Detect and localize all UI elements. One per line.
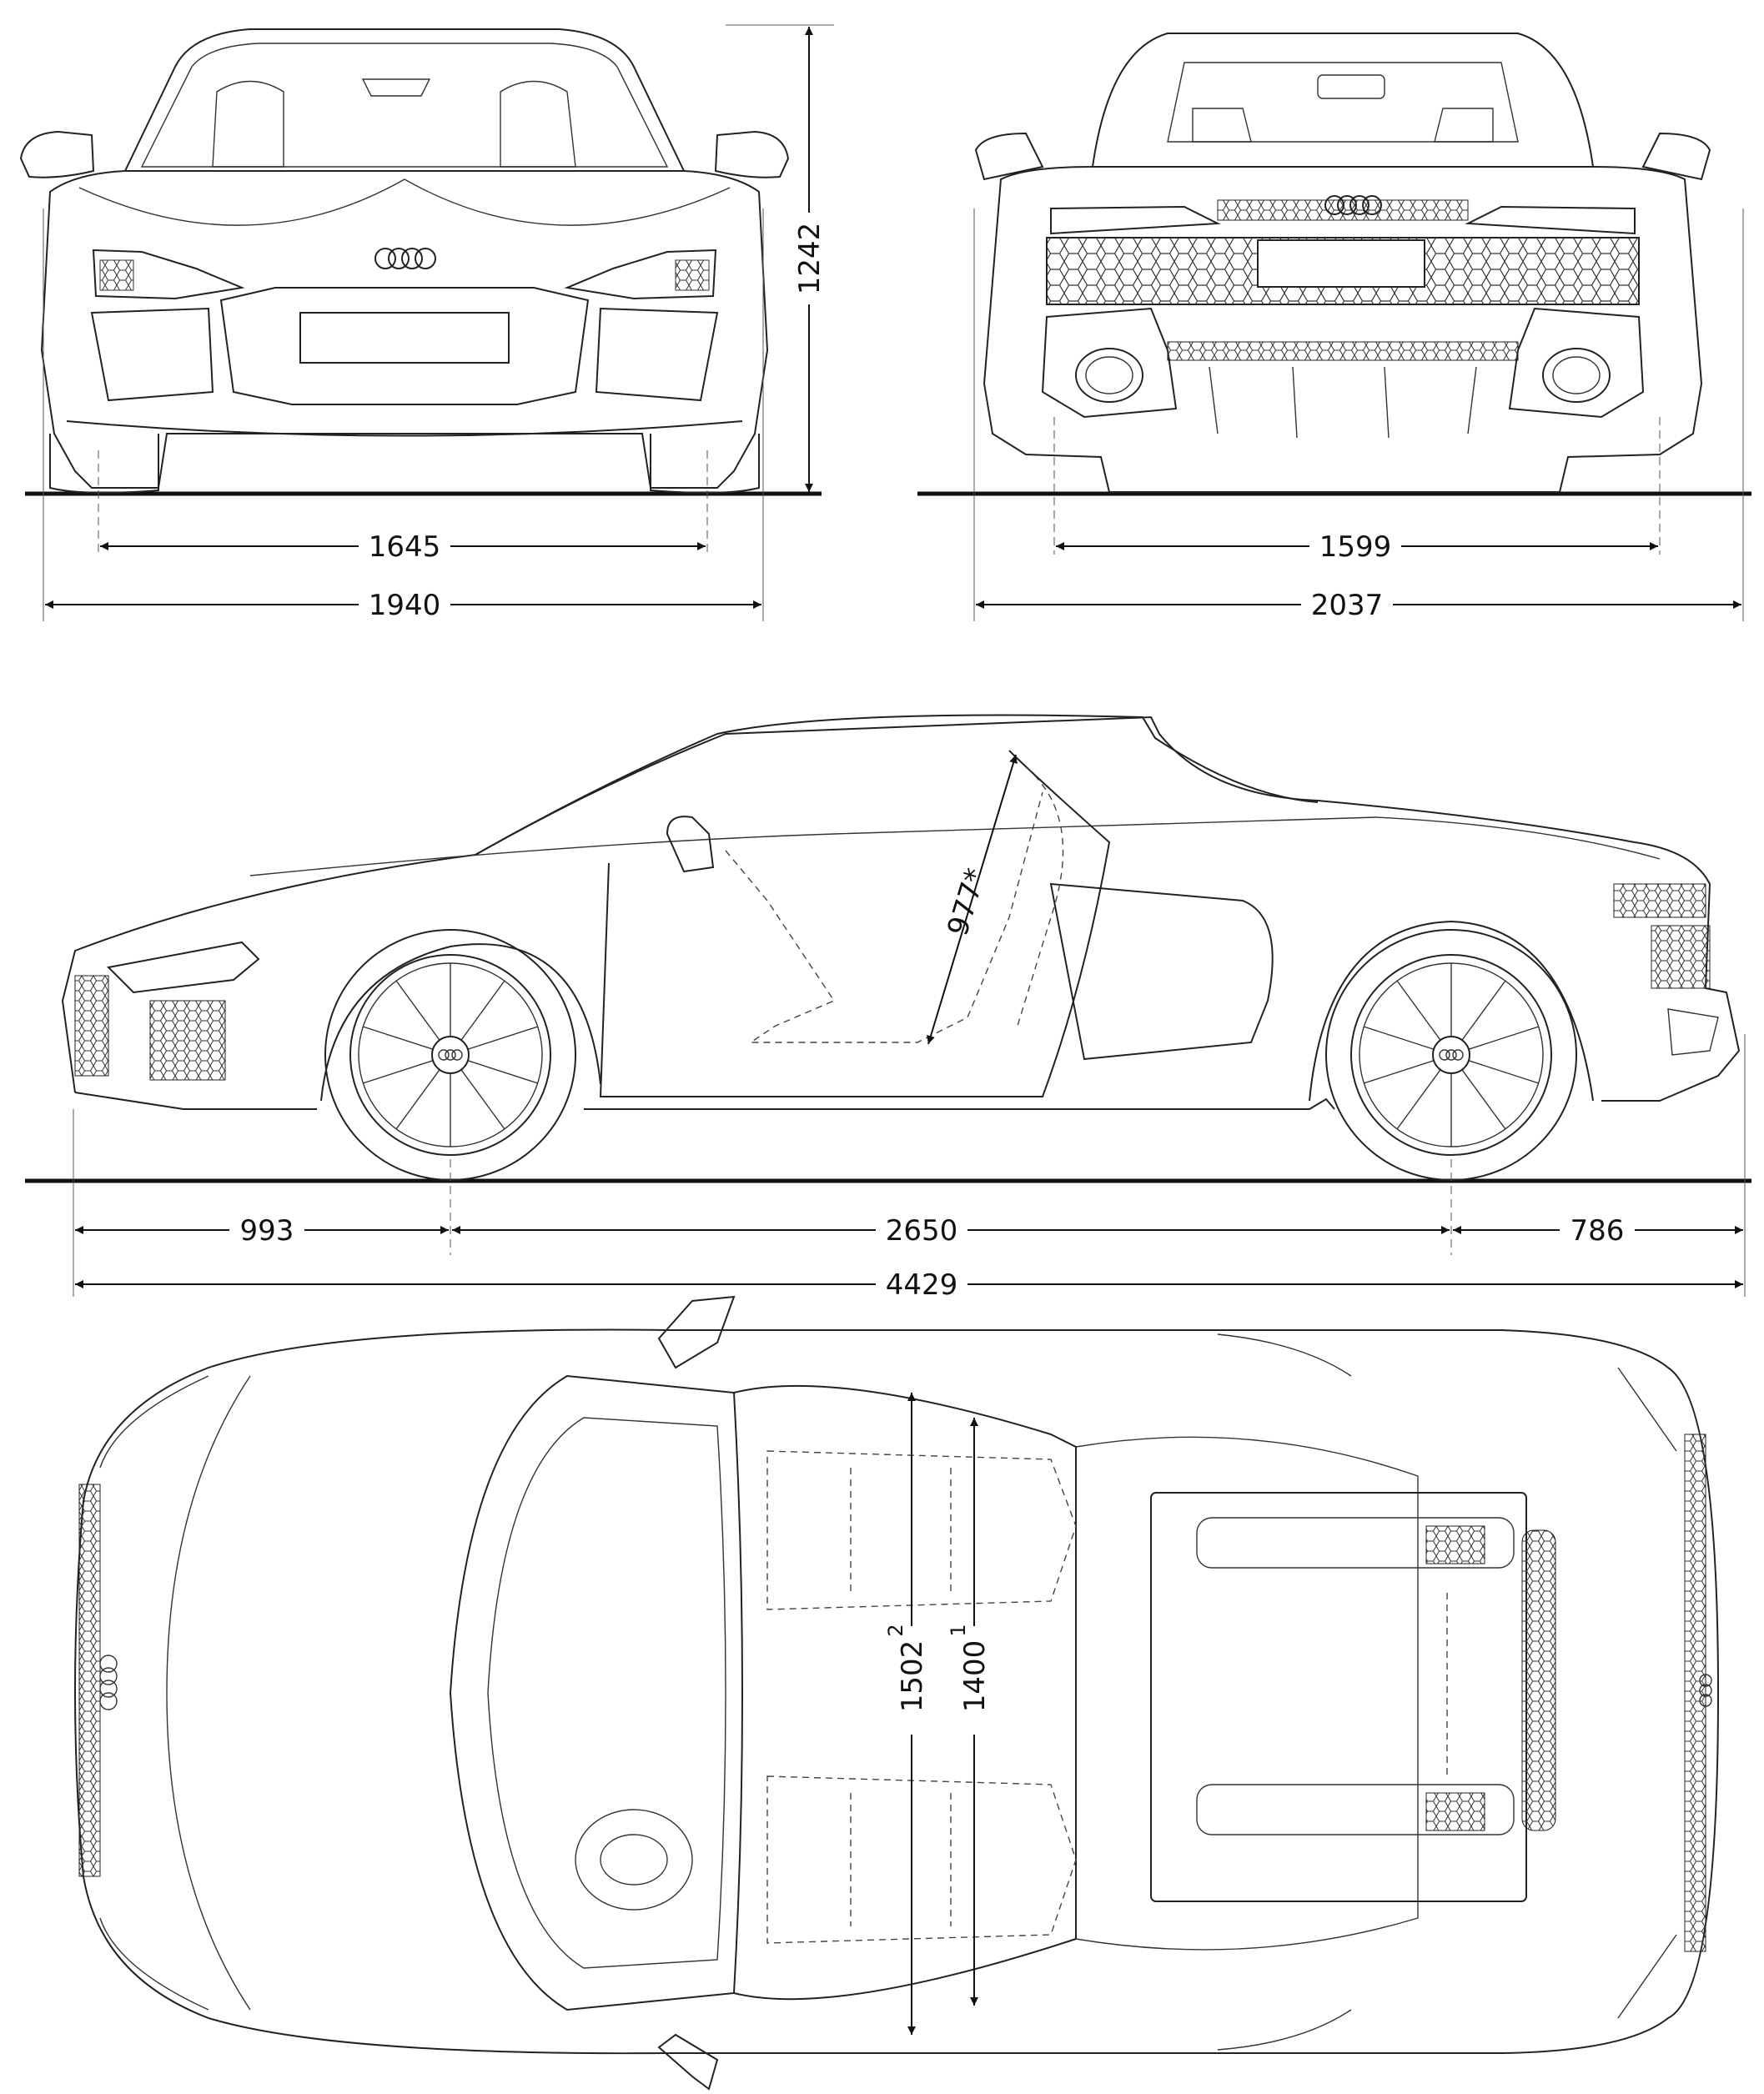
interior-width-1-label: 1502: [896, 1640, 929, 1713]
rear-logo-icon: [1324, 195, 1382, 215]
front-wheel: [320, 929, 601, 1181]
door-opening-label: 977*: [941, 865, 993, 940]
top-logo-icon: [99, 1655, 1712, 1710]
length-label: 4429: [886, 1268, 958, 1302]
rear-track-label: 1599: [1319, 530, 1392, 564]
front-width-label: 1940: [369, 589, 441, 622]
rear-wheel: [1309, 920, 1594, 1181]
rear-width-label: 2037: [1311, 589, 1384, 622]
top-view: [74, 1295, 1720, 2091]
front-overhang-label: 993: [240, 1214, 294, 1248]
front-logo-icon: [374, 248, 436, 269]
side-view: [25, 714, 1751, 1297]
front-track-label: 1645: [369, 530, 441, 564]
wheel-logo-icon: [438, 1049, 1464, 1061]
height-label: 1242: [793, 223, 827, 295]
dimension-labels: 1645 1940 1242 1599 2037 993 2650 786 44…: [229, 213, 1635, 1735]
wheelbase-label: 2650: [886, 1214, 958, 1248]
rear-view: [917, 33, 1751, 621]
rear-overhang-label: 786: [1571, 1214, 1625, 1248]
interior-width-2-sup: 1: [947, 1624, 970, 1636]
interior-width-1-sup: 2: [884, 1624, 907, 1636]
interior-width-2-label: 1400: [958, 1640, 992, 1713]
